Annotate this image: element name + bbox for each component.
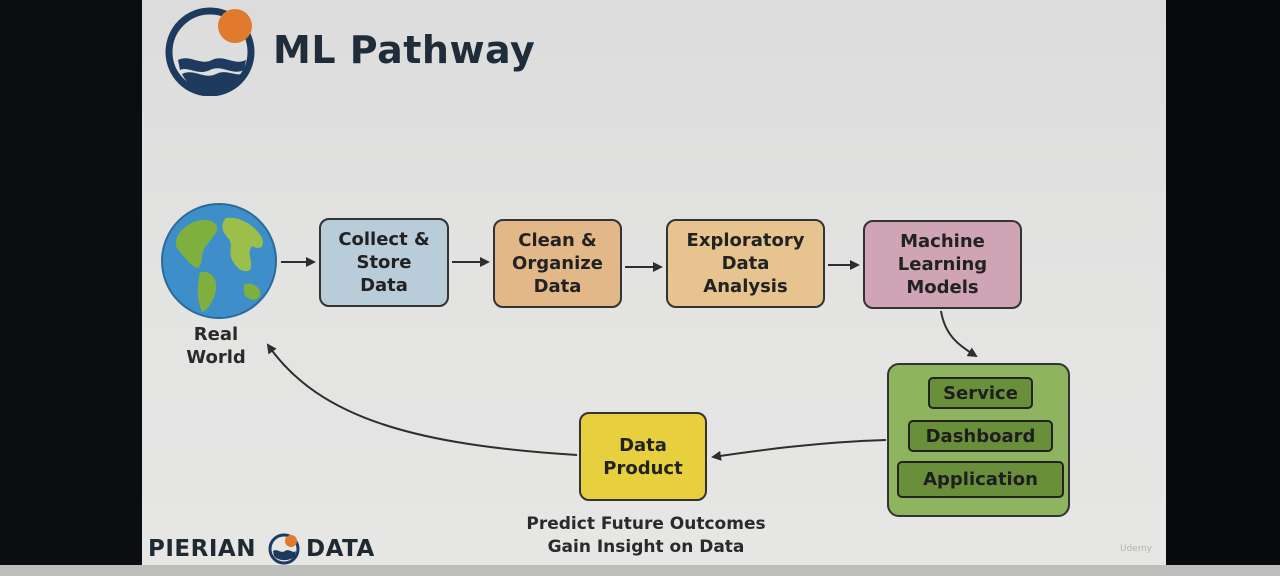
application-box: Application: [897, 461, 1064, 498]
data-product-box: Data Product: [579, 412, 707, 501]
wave-sun-logo: [165, 7, 255, 96]
dashboard-box: Dashboard: [908, 420, 1053, 452]
right-black-bar: [1166, 0, 1280, 576]
footer-brand-right: DATA: [306, 536, 375, 562]
service-box: Service: [928, 377, 1033, 409]
machine-learning-models-box: Machine Learning Models: [863, 220, 1022, 309]
slide-title: ML Pathway: [273, 28, 536, 72]
footer-logo-icon: [268, 533, 300, 565]
left-black-bar: [0, 0, 142, 576]
arrow-outputs-to-product: [711, 439, 887, 461]
real-world-label: Real World: [186, 324, 246, 368]
udemy-watermark: Udemy: [1120, 544, 1152, 554]
earth-globe-icon: [161, 203, 277, 319]
collect-store-data-box: Collect & Store Data: [319, 218, 449, 307]
arrow-ml-to-outputs: [940, 310, 978, 358]
exploratory-data-analysis-box: Exploratory Data Analysis: [666, 219, 825, 308]
clean-organize-data-box: Clean & Organize Data: [493, 219, 622, 308]
data-product-caption: Predict Future Outcomes Gain Insight on …: [526, 514, 766, 557]
arrow-product-to-real-world: [266, 343, 578, 456]
bottom-strip: [0, 565, 1280, 576]
footer-brand-left: PIERIAN: [148, 536, 256, 562]
